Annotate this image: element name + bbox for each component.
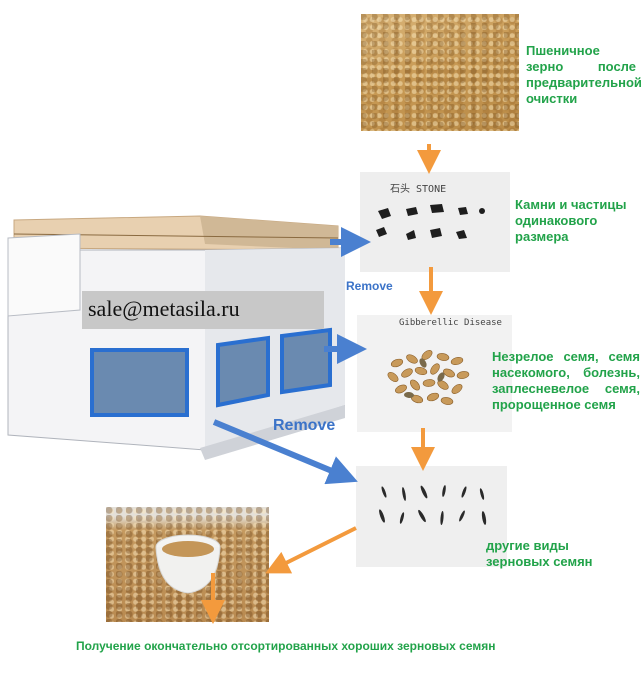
final-caption: Получение окончательно отсортированных х…: [76, 639, 496, 653]
wheat-grain-photo: [361, 14, 519, 131]
bowl-illustration: [155, 534, 221, 594]
disease-photo-label: Gibberellic Disease: [399, 318, 502, 328]
stones-photo: 石头 STONE: [360, 172, 510, 272]
grass-seeds-illustration: [379, 485, 487, 525]
other-seeds-photo: [356, 466, 507, 567]
other-species-caption: другие виды зерновых семян: [486, 538, 593, 569]
defective-seeds-photo: Gibberellic Disease: [357, 315, 512, 432]
wheat-caption: Пшеничное зерно после предварительной оч…: [526, 43, 642, 106]
stones-caption: Камни и частицы одинакового размера: [515, 197, 627, 244]
defects-caption: Незрелое семя, семя насекомого, болезнь,…: [492, 349, 640, 412]
arrow-grass-to-bowl: [265, 526, 357, 574]
remove-label-large: Remove: [273, 417, 336, 434]
email-box: [82, 291, 324, 329]
contact-email[interactable]: sale@metasila.ru: [88, 296, 240, 321]
final-grain-bowl-photo: [106, 507, 269, 622]
seed-separator-machine: [7, 215, 345, 460]
stones-illustration: [376, 204, 485, 240]
remove-label-small: Remove: [346, 279, 393, 293]
stones-photo-label: 石头 STONE: [390, 184, 447, 195]
seed-pile-illustration: [387, 350, 470, 405]
